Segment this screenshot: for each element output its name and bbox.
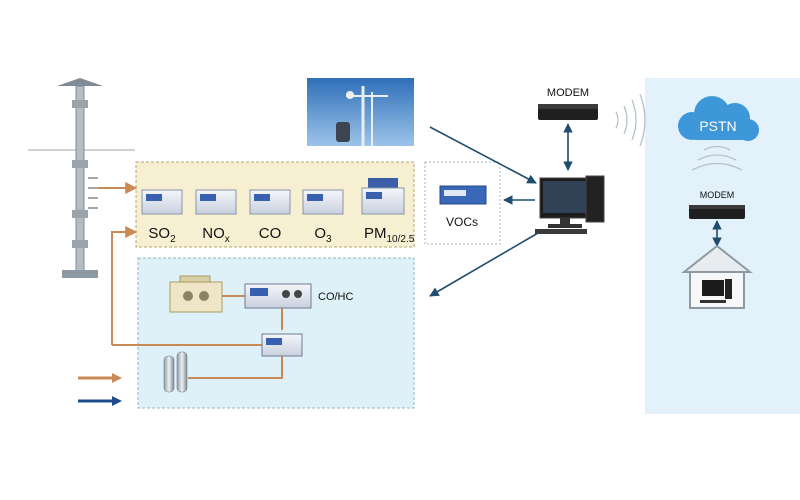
- label-o3: O3: [314, 225, 332, 245]
- legend-blue-arrow: [78, 396, 122, 406]
- modem-top: [538, 104, 598, 120]
- cohc-label: CO/HC: [318, 291, 354, 303]
- small-analyzer: [261, 333, 303, 357]
- legend-orange-arrow: [78, 373, 122, 383]
- label-nox: NOx: [202, 225, 230, 245]
- dilution-calibrator: [169, 275, 223, 313]
- cohc-analyzer: [244, 283, 312, 309]
- voc-analyzer: [439, 185, 487, 205]
- analyzer-nox: [195, 189, 237, 215]
- sample-lines: [98, 182, 283, 379]
- pstn-cloud: [678, 96, 759, 141]
- house-icon: [681, 244, 753, 309]
- voc-label: VOCs: [446, 215, 478, 229]
- sampling-tower: [28, 78, 135, 278]
- modem-top-label: MODEM: [547, 87, 589, 99]
- weather-station-photo: [307, 78, 414, 146]
- label-co: CO: [259, 225, 282, 242]
- analyzer-pm: [361, 178, 405, 215]
- modem-right: [689, 205, 745, 219]
- wireless-waves-horizontal: [615, 93, 646, 147]
- analyzer-o3: [302, 189, 344, 215]
- label-so2: SO2: [148, 225, 176, 245]
- pstn-label: PSTN: [699, 118, 736, 134]
- wireless-waves-vertical: [691, 145, 743, 171]
- analyzer-co: [249, 189, 291, 215]
- modem-right-label: MODEM: [700, 190, 735, 200]
- label-pm: PM10/2.5: [364, 225, 415, 245]
- data-arrows: [429, 123, 573, 297]
- gas-cylinders: [163, 351, 188, 393]
- analyzer-so2: [141, 189, 183, 215]
- computer: [535, 175, 605, 234]
